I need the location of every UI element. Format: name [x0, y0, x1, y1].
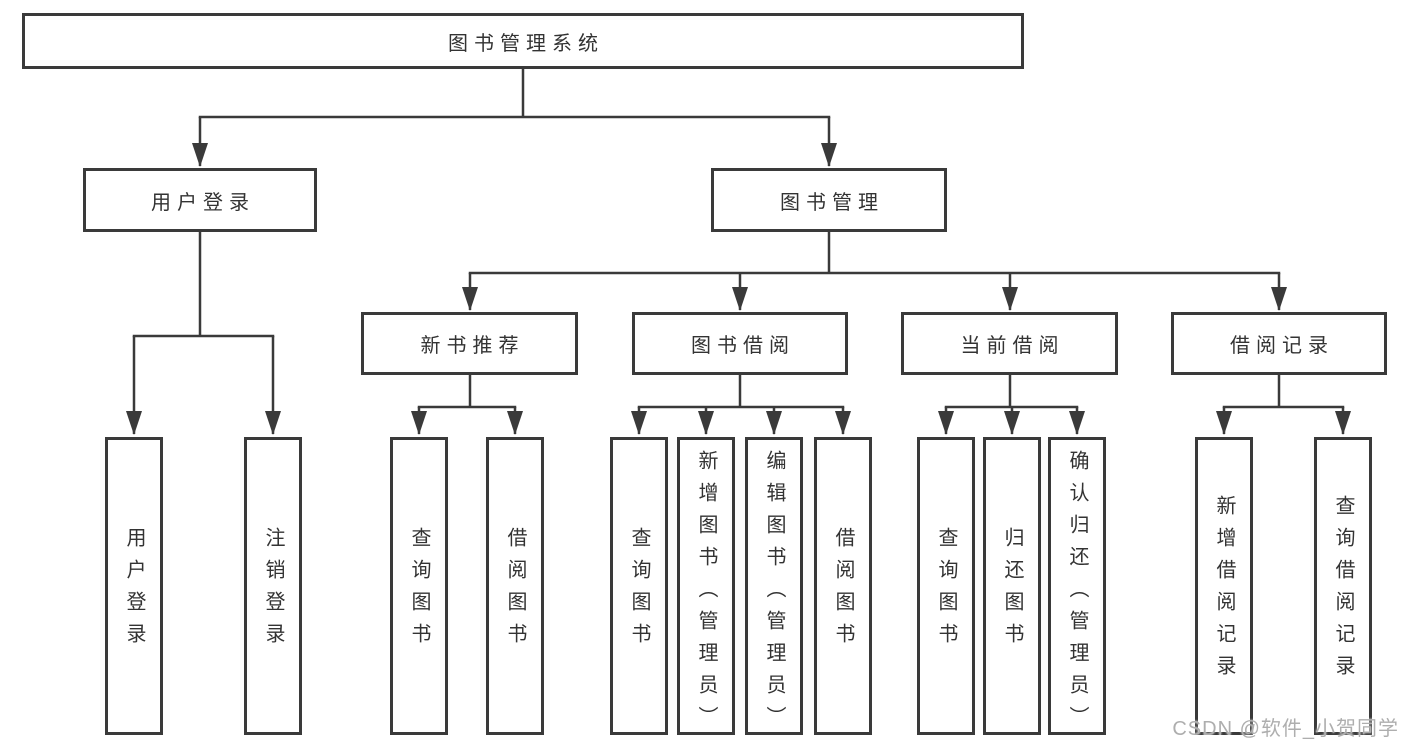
node-borrow-record: 借阅记录: [1171, 312, 1387, 375]
leaf-confirm-return-admin: 确认归还（管理员）: [1048, 437, 1106, 738]
tree-arrow-lines: [126, 117, 1351, 435]
node-book-management: 图书管理: [711, 168, 947, 232]
leaf-add-borrow-record: 新增借阅记录: [1195, 437, 1253, 735]
node-library-system: 图书管理系统: [22, 13, 1024, 69]
leaf-query-borrow-record: 查询借阅记录: [1314, 437, 1372, 735]
leaf-current-query-book: 查询图书: [917, 437, 975, 735]
tree-bus-lines: [132, 67, 1345, 409]
leaf-return-book: 归还图书: [983, 437, 1041, 735]
leaf-recommend-borrow-book: 借阅图书: [486, 437, 544, 735]
leaf-add-book-admin: 新增图书（管理员）: [677, 437, 735, 738]
leaf-recommend-query-book: 查询图书: [390, 437, 448, 735]
node-book-borrow: 图书借阅: [632, 312, 848, 375]
csdn-watermark: CSDN @软件_小贺同学: [1172, 718, 1399, 740]
node-current-borrow: 当前借阅: [901, 312, 1118, 375]
leaf-edit-book-admin: 编辑图书（管理员）: [745, 437, 803, 738]
node-new-book-recommend: 新书推荐: [361, 312, 578, 375]
node-user-login-module: 用户登录: [83, 168, 317, 232]
leaf-borrow-book: 借阅图书: [814, 437, 872, 735]
leaf-logout: 注销登录: [244, 437, 302, 735]
leaf-user-login: 用户登录: [105, 437, 163, 735]
leaf-borrow-query-book: 查询图书: [610, 437, 668, 735]
